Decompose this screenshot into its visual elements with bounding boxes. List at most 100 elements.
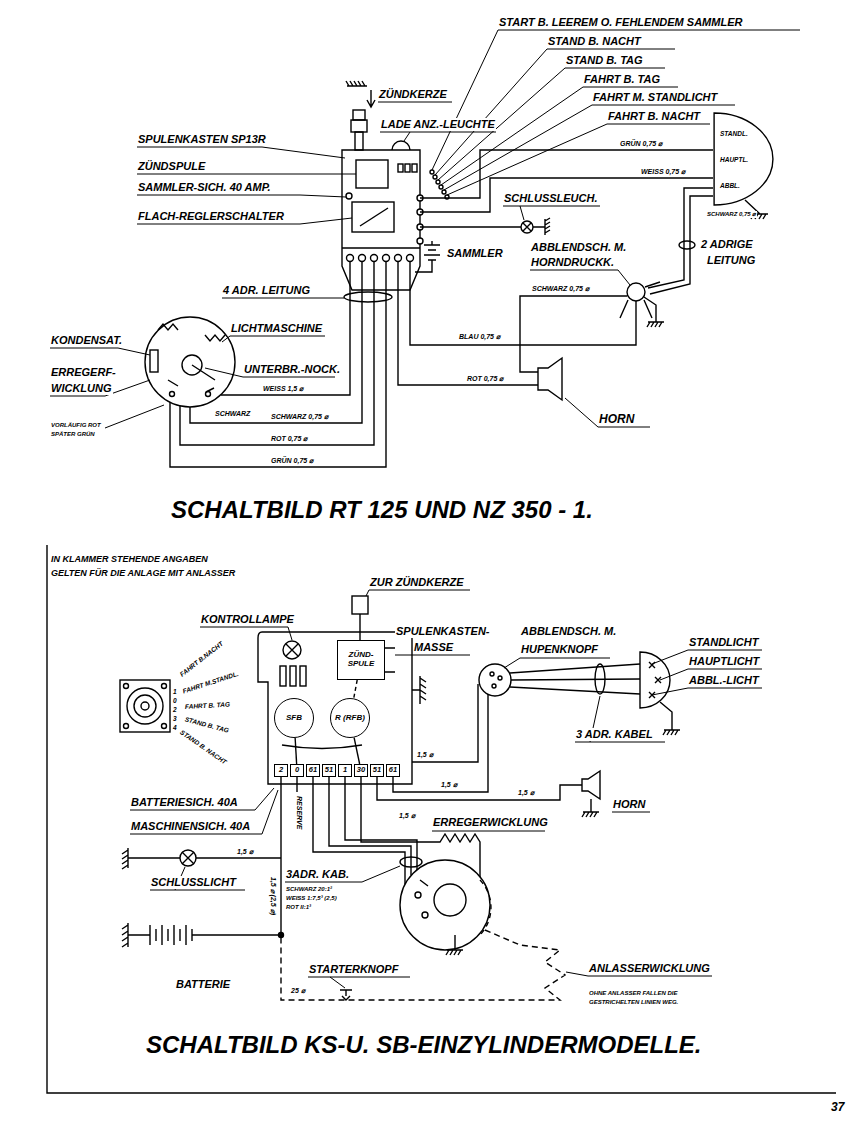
terminal-box: 30 (354, 764, 368, 777)
coil-box-bottom (286, 644, 298, 656)
coil-box-bottom (282, 745, 362, 749)
generator-symbol (480, 880, 491, 935)
generator-symbol (145, 317, 235, 407)
node-text: R (RFB) (335, 714, 365, 723)
callout-label: GELTEN FÜR DIE ANLAGE MIT ANLASSER (50, 568, 236, 579)
wire (520, 296, 627, 372)
wire (377, 777, 582, 800)
callout-label: 4 ADR. LEITUNG (222, 284, 311, 297)
dip-switch-symbol (510, 664, 640, 694)
leader-line (130, 790, 278, 834)
coil-box-top (439, 185, 443, 189)
callout-label: ROT 0,75 ⌀ (270, 435, 308, 443)
wire (344, 292, 392, 302)
callout-label: 2 (172, 706, 178, 714)
callout-label: 4 (172, 724, 178, 732)
node-text: 1 (343, 766, 347, 774)
coil-box-top (442, 190, 446, 194)
callout-label: 3ADR. KAB. (285, 868, 350, 881)
light-switch-symbol (162, 724, 167, 729)
generator-symbol (150, 350, 158, 372)
callout-label: GRÜN 0,75 ⌀ (619, 140, 663, 148)
node-text: 51 (325, 766, 333, 774)
callout-label: 1,5 ⌀ (440, 781, 458, 789)
node-text: ZÜND- SPULE (338, 651, 384, 669)
leader-line (137, 147, 345, 158)
callout-label: 2 ADRIGE (700, 238, 754, 251)
callout-label: HORN (598, 412, 635, 426)
generator-symbol (415, 892, 421, 898)
callout-label: SCHWARZ 0,75 ⌀ (706, 211, 757, 218)
callout-label: SAMMLER (446, 247, 504, 260)
callout-label: WEISS 1,5 ⌀ (262, 385, 304, 393)
callout-label: FAHRT B. NACHT (607, 110, 701, 123)
coil-box-top (355, 132, 363, 150)
light-switch-symbol (141, 702, 149, 710)
dip-switch-symbol (479, 664, 640, 696)
starter-button-symbol (340, 990, 352, 1000)
callout-label: SCHLUSSLEUCH. (503, 192, 599, 205)
callout-label: LADE ANZ.-LEUCHTE (380, 118, 496, 131)
coil-box-top (351, 120, 367, 132)
callout-label: SPULENKASTEN SP13R (137, 133, 267, 146)
dip-switch-symbol (620, 282, 664, 327)
generator-symbol (158, 324, 178, 330)
dip-switch-symbol (490, 672, 494, 676)
horn-symbol (582, 771, 600, 799)
callout-label: 1,5 ⌀ (398, 812, 416, 820)
ignition-coil-box: ZÜND- SPULE (337, 640, 385, 680)
node-text: ABBL. (720, 182, 740, 189)
terminal-box: 61 (306, 764, 320, 777)
generator-symbol (434, 884, 466, 916)
callout-label: ZÜNDKERZE (378, 88, 448, 101)
coil-box-bottom (352, 596, 368, 614)
coil-box-top (359, 255, 366, 262)
callout-label: WEISS 1:7,5³ (2,5) (285, 895, 338, 902)
coil-box-top (383, 255, 390, 262)
callout-label: LICHTMASCHINE (230, 322, 323, 335)
generator-symbol (170, 392, 175, 397)
generator-symbol (145, 317, 235, 407)
dip-switch-symbol (644, 297, 664, 327)
wire (345, 777, 417, 870)
callout-label: HAUPTLICHT (688, 655, 760, 668)
wire (122, 923, 150, 947)
callout-label: WEISS 0,75 ⌀ (640, 168, 686, 176)
page-number: 37 (830, 1100, 845, 1114)
callout-label: SPÄTER GRÜN (50, 431, 96, 438)
coil-box-top (342, 81, 449, 290)
coil-box-top (367, 90, 375, 107)
coil-box-top (353, 110, 365, 120)
leader-line (50, 348, 150, 355)
frame-line (47, 545, 836, 1093)
terminal-box: 2 (274, 764, 288, 777)
callout-label: FAHRT B.NACHT (178, 639, 226, 679)
horn-symbol (538, 358, 562, 400)
callout-label: ROT II:1³ (285, 904, 312, 911)
wire (170, 150, 768, 467)
node-text: 2 (279, 766, 283, 774)
callout-label: MASCHINENSICH. 40A (130, 820, 251, 833)
tail-lamp-symbol (521, 221, 533, 233)
regulator-circle: R (RFB) (330, 698, 370, 738)
generator-symbol (422, 912, 428, 918)
leader-line (50, 30, 800, 428)
wire (279, 933, 284, 938)
node-text: 0 (295, 766, 299, 774)
coil-box-top (407, 255, 414, 262)
leader-line (366, 590, 470, 596)
callout-label: FAHRT M.STANDL. (181, 670, 241, 696)
callout-label: HUPENKNOPF (520, 643, 599, 656)
callout-label: ZUR ZÜNDKERZE (369, 576, 465, 589)
node-text: HAUPTL. (720, 156, 748, 163)
callout-label: STANDLICHT (688, 636, 759, 649)
node-text: 51 (373, 766, 381, 774)
coil-box-top (417, 238, 423, 244)
leader-line (50, 380, 150, 396)
callout-label: BATTERIESICH. 40A (130, 796, 239, 809)
wire (410, 262, 636, 345)
terminal-box: 51 (322, 764, 336, 777)
